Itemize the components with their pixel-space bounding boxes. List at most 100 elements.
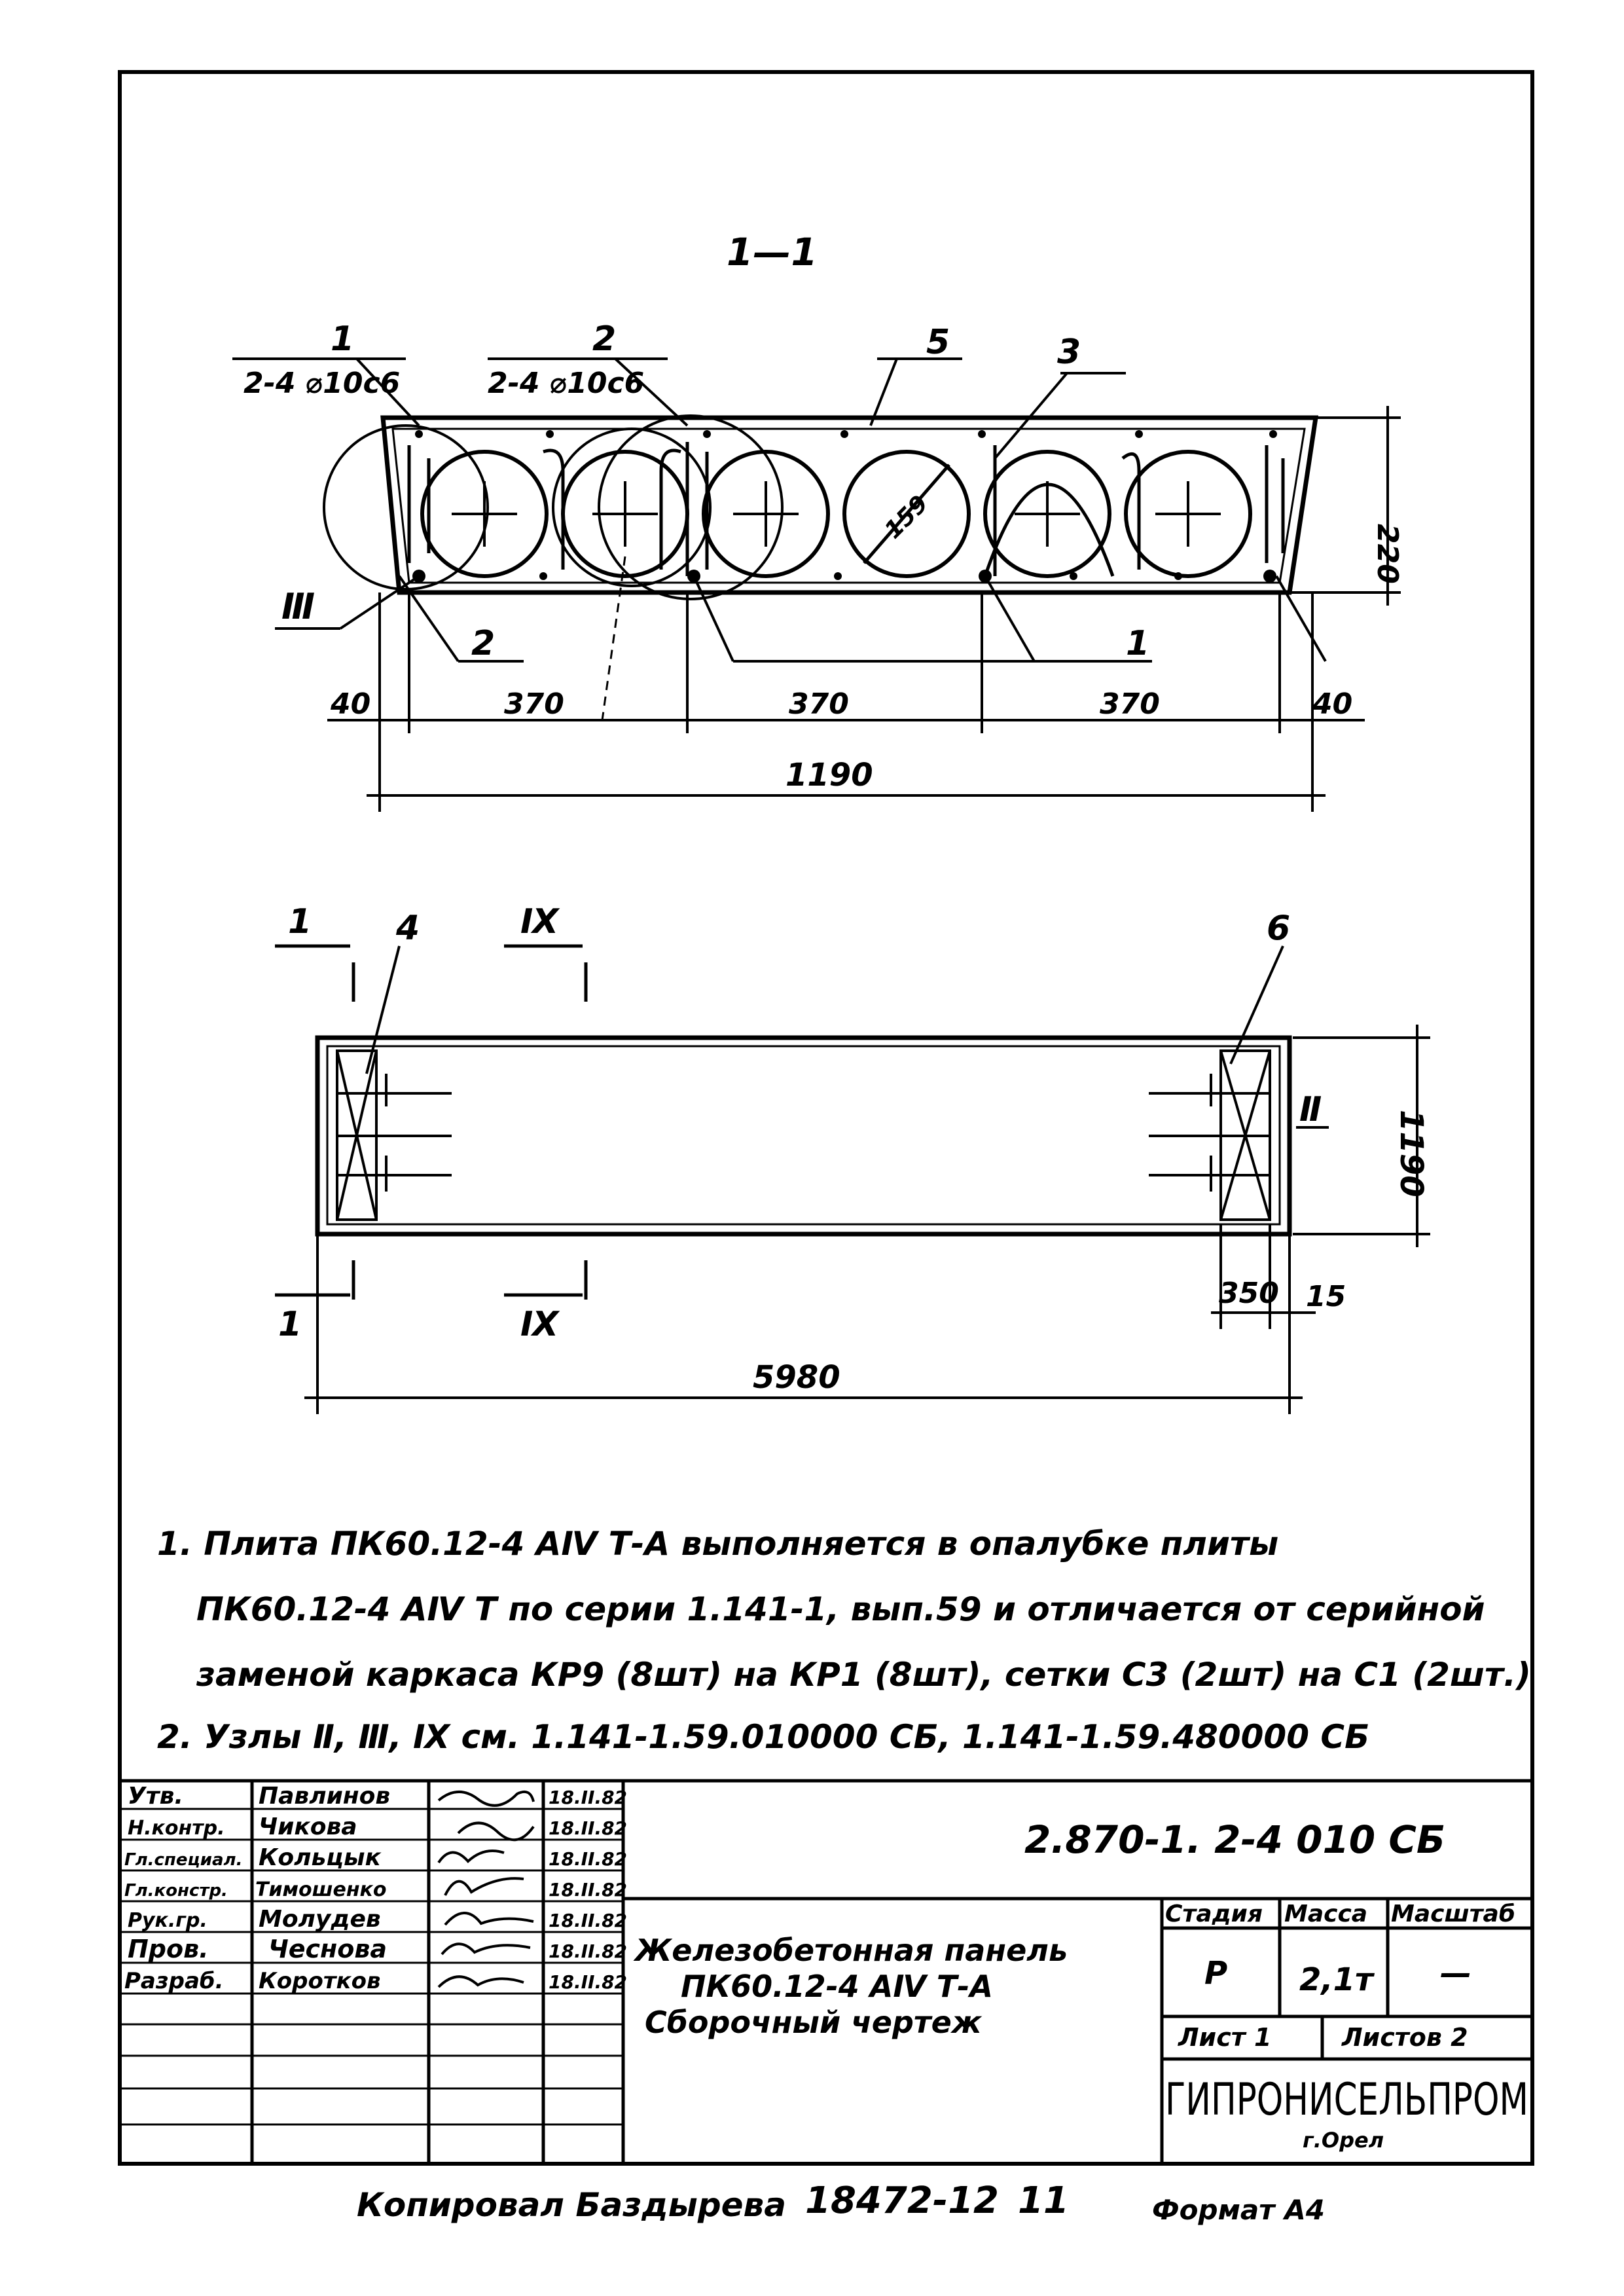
handwritten-signatures	[437, 1791, 535, 1988]
dim-370-a: 370	[504, 687, 564, 721]
sign-name: Кольцык	[259, 1844, 382, 1871]
plan-width-dim: 1190	[1393, 1110, 1430, 1197]
sign-name: Чикова	[259, 1813, 357, 1840]
node-circle-III	[323, 424, 489, 591]
callout-2-spec: 2-4 ⌀10с6	[488, 367, 644, 400]
organization-city: г.Орел	[1303, 2128, 1384, 2153]
sheet-frame	[118, 70, 1534, 2166]
callout-2-label: 2	[592, 319, 616, 359]
sign-name: Павлинов	[259, 1783, 390, 1810]
sign-role: Разраб.	[124, 1968, 224, 1994]
archive-number: 18472-12	[805, 2179, 999, 2222]
plan-total-length: 5980	[753, 1359, 840, 1396]
sign-date: 18.II.82	[549, 1941, 627, 1962]
void-circle	[1124, 450, 1252, 578]
format-label: Формат А4	[1152, 2194, 1325, 2226]
end-mesh-right	[1149, 1049, 1271, 1221]
sign-role: Утв.	[128, 1783, 183, 1810]
plan-node-mark-II: Ⅱ	[1299, 1090, 1322, 1129]
footer: Копировал Баздырева 18472-12 11 Формат А…	[357, 2179, 1325, 2226]
node-circle	[598, 414, 784, 600]
sign-name: Коротков	[259, 1968, 381, 1994]
sheet-count: Листов 2	[1341, 2023, 1468, 2052]
void-circle	[983, 450, 1111, 578]
section-inner-outline	[391, 428, 1306, 584]
bottom-callout-1: 1	[1126, 624, 1149, 663]
product-name-line: ПК60.12-4 АⅣ Т-А	[681, 1969, 993, 2004]
plan-inner-outline	[326, 1045, 1281, 1226]
callout-1-label: 1	[331, 319, 354, 359]
plan-dim-350: 350	[1219, 1277, 1279, 1310]
slab-cross-section: 159	[232, 319, 1404, 812]
product-name-line: Сборочный чертеж	[645, 2005, 983, 2040]
void-centerlines	[452, 481, 1221, 547]
sheet-number: Лист 1	[1178, 2023, 1271, 2052]
note-line: ПК60.12-4 АⅣ Т по серии 1.141-1, вып.59 …	[196, 1590, 1485, 1628]
sign-date: 18.II.82	[549, 1879, 627, 1901]
organization-name: ГИПРОНИСЕЛЬПРОМ	[1165, 2074, 1528, 2126]
dim-40-right: 40	[1312, 687, 1352, 721]
slab-plan-view: 1 1 Ⅸ Ⅸ 4 6 Ⅱ 1190 350 15 5980	[275, 902, 1430, 1414]
pipe-diameter-line	[863, 464, 950, 564]
sign-role: Рук.гр.	[128, 1909, 208, 1932]
cut-marks	[275, 944, 588, 1300]
section-outline	[380, 415, 1319, 595]
plan-callout-4: 4	[395, 909, 420, 948]
signature-rows: Утв. Павлинов 18.II.82 Н.контр. Чикова 1…	[124, 1783, 627, 1994]
sign-role: Пров.	[128, 1935, 209, 1963]
mass-header: Масса	[1284, 1901, 1367, 1927]
note-line: заменой каркаса КР9 (8шт) на КР1 (8шт), …	[196, 1656, 1531, 1694]
total-width-dim: 1190	[785, 757, 873, 793]
height-dimension	[1290, 406, 1401, 606]
section-callouts	[232, 357, 1327, 663]
sign-date: 18.II.82	[549, 1817, 627, 1839]
document-code: 2.870-1. 2-4 010 СБ	[1024, 1817, 1445, 1862]
callout-5-label: 5	[926, 323, 950, 362]
product-name-line: Железобетонная панель	[633, 1933, 1068, 1968]
node-circle	[552, 428, 712, 587]
void-circles: 159	[420, 450, 1252, 578]
cut-mark-IX-bottom: Ⅸ	[520, 1305, 560, 1344]
sign-date: 18.II.82	[549, 1910, 627, 1931]
plan-callout-leaders	[365, 945, 1329, 1129]
scale-header: Масштаб	[1391, 1901, 1515, 1927]
void-circle	[702, 450, 830, 578]
void-circle	[842, 450, 971, 578]
sign-name: Чеснова	[268, 1935, 387, 1963]
dim-370-c: 370	[1100, 687, 1160, 721]
sign-role: Н.контр.	[128, 1817, 225, 1840]
note-line: 1. Плита ПК60.12-4 АⅣ Т-А выполняется в …	[157, 1525, 1278, 1563]
sign-role: Гл.констр.	[124, 1881, 228, 1901]
sign-date: 18.II.82	[549, 1848, 627, 1870]
end-mesh-left	[336, 1049, 452, 1221]
section-title: 1—1	[727, 230, 818, 274]
note-line: 2. Узлы Ⅱ, Ⅲ, Ⅸ см. 1.141-1.59.010000 СБ…	[157, 1718, 1369, 1756]
plan-dimensions	[304, 1025, 1430, 1414]
node-detail-circles	[323, 414, 784, 721]
height-dim-value: 220	[1371, 524, 1404, 584]
callout-1-spec: 2-4 ⌀10с6	[244, 367, 400, 400]
dim-40-left: 40	[330, 687, 370, 721]
callout-3-label: 3	[1057, 333, 1081, 372]
stage-value: Р	[1204, 1955, 1227, 1992]
cut-mark-1-bottom: 1	[278, 1305, 302, 1344]
mass-value: 2,1т	[1299, 1961, 1375, 1998]
notes: 1. Плита ПК60.12-4 АⅣ Т-А выполняется в …	[157, 1525, 1531, 1756]
plan-outline	[315, 1035, 1292, 1237]
sign-date: 18.II.82	[549, 1971, 627, 1993]
dim-370-b: 370	[789, 687, 849, 721]
sign-name: Молудев	[259, 1906, 381, 1933]
archive-sheet-no: 11	[1018, 2179, 1069, 2222]
title-block: Утв. Павлинов 18.II.82 Н.контр. Чикова 1…	[120, 1779, 1532, 2164]
node-mark-III: Ⅲ	[281, 586, 315, 627]
reinforcement-frames	[407, 442, 1285, 577]
copied-by: Копировал Баздырева	[357, 2186, 786, 2224]
cut-mark-1-top: 1	[288, 902, 312, 941]
void-circle	[420, 450, 549, 578]
width-dimensions	[327, 592, 1365, 812]
cut-mark-IX-top: Ⅸ	[520, 902, 560, 941]
sign-date: 18.II.82	[549, 1787, 627, 1808]
sign-role: Гл.специал.	[124, 1850, 242, 1870]
